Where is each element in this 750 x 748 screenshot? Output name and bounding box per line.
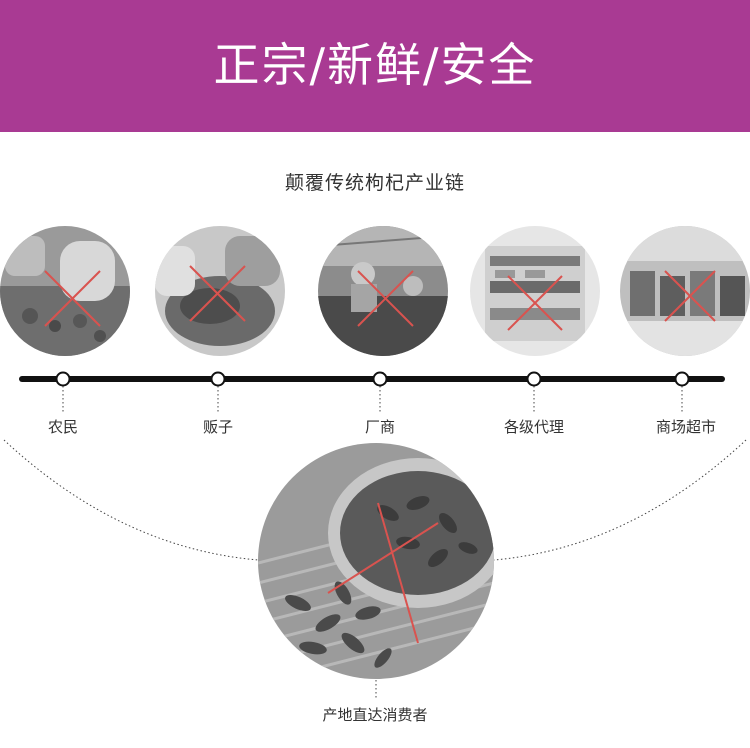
direct-label: 产地直达消费者 [322,706,428,724]
section-subtitle: 颠覆传统枸杞产业链 [284,172,465,194]
stage-label-agent: 各级代理 [503,418,564,436]
timeline-node-5 [674,371,690,387]
left-curve [3,439,259,561]
timeline-node-4 [526,371,542,387]
top-banner: 正宗/新鲜/安全 [0,0,750,132]
stage-label-supermarket: 商场超市 [655,418,716,436]
stage-label-farmer: 农民 [47,418,78,436]
dealer-photo [155,226,285,356]
timeline-node-1 [55,371,71,387]
stage-label-dealer: 贩子 [202,418,233,436]
goji-berries-photo [258,443,494,679]
stage-label-manufacturer: 厂商 [364,418,395,436]
manufacturer-photo [318,226,448,356]
right-curve [493,439,747,561]
agent-photo [470,226,600,356]
timeline-node-3 [372,371,388,387]
banner-title: 正宗/新鲜/安全 [213,38,537,92]
timeline-node-2 [210,371,226,387]
